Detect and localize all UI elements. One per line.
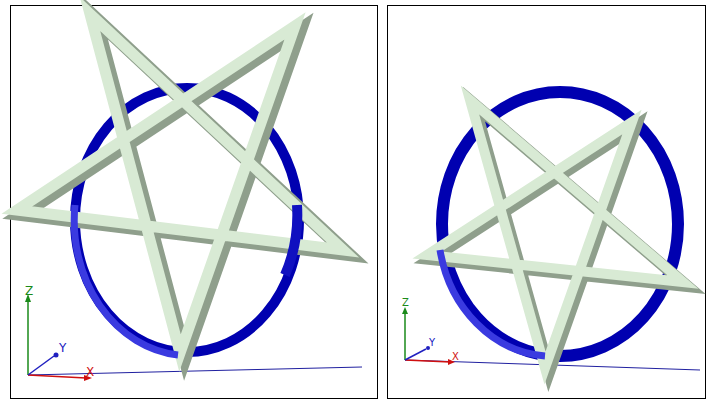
x-axis — [405, 360, 450, 362]
axis-label: Y — [59, 342, 66, 354]
right-view — [402, 92, 700, 372]
axis-label: Z — [402, 298, 409, 308]
left-view — [17, 14, 362, 381]
z-axis — [27, 300, 29, 375]
ring-front — [285, 205, 297, 275]
panel-frame — [388, 6, 706, 399]
z-arrow — [402, 307, 408, 314]
y-axis — [28, 356, 54, 375]
panel-frame — [11, 6, 378, 399]
axis-label: Y — [429, 338, 435, 348]
star-face — [427, 100, 683, 368]
star-depth — [22, 18, 348, 357]
ring-front — [74, 205, 178, 355]
ring-front — [440, 250, 545, 356]
z-axis — [404, 312, 406, 360]
x-axis — [28, 375, 86, 378]
axis-label: Z — [25, 285, 33, 297]
y-arrow — [54, 353, 59, 358]
y-axis — [405, 349, 426, 360]
axis-label: X — [452, 352, 459, 362]
axis-label: X — [86, 366, 94, 378]
axis-line — [28, 367, 362, 375]
star-face — [17, 14, 343, 353]
